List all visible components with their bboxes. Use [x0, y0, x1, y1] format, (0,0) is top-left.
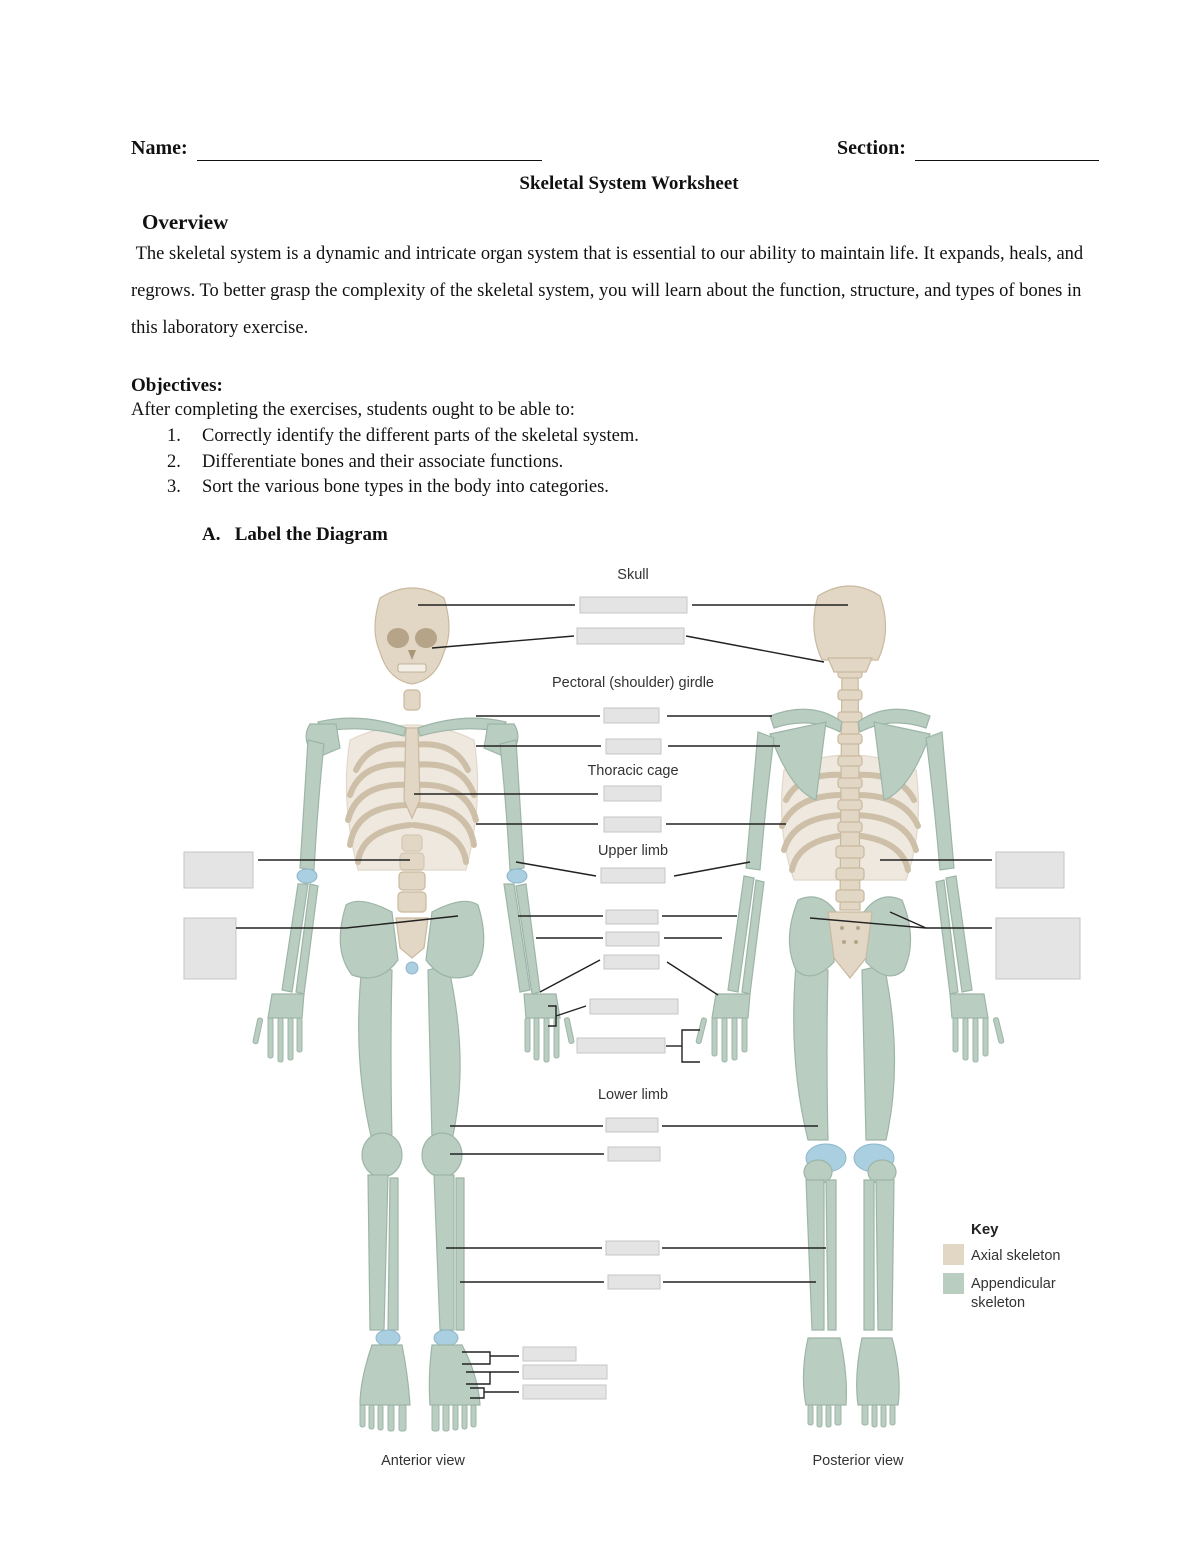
label-box[interactable]	[607, 1146, 661, 1162]
list-number: 2.	[167, 451, 181, 472]
label-box[interactable]	[605, 909, 659, 925]
key-label-appendicular-1: Appendicular	[971, 1276, 1056, 1292]
label-box[interactable]	[603, 816, 662, 833]
list-number: 1.	[167, 426, 181, 446]
section-a-title: Label the Diagram	[234, 524, 388, 545]
label-box[interactable]	[605, 931, 660, 947]
anterior-skeleton	[252, 587, 575, 1432]
group-label-pectoral: Pectoral (shoulder) girdle	[552, 675, 714, 691]
diagram-key: Key Axial skeleton Appendicular skeleton	[943, 1221, 1060, 1311]
group-label-skull: Skull	[617, 567, 648, 583]
section-field[interactable]: Section:	[837, 137, 1099, 161]
name-label: Name:	[131, 137, 188, 159]
list-item: 3. Sort the various bone types in the bod…	[131, 475, 639, 501]
label-box[interactable]	[183, 851, 254, 889]
key-swatch-appendicular	[943, 1273, 964, 1294]
posterior-skeleton	[695, 585, 1005, 1428]
list-number: 3.	[167, 477, 181, 497]
label-box[interactable]	[522, 1384, 607, 1400]
view-label-anterior: Anterior view	[381, 1453, 465, 1469]
objectives-list: 1. Correctly identify the different parts…	[131, 424, 639, 501]
leader-lines	[236, 604, 992, 1399]
group-label-upper-limb: Upper limb	[598, 843, 668, 859]
posterior-arms	[695, 708, 1005, 1063]
label-box[interactable]	[607, 1274, 661, 1290]
list-text: Differentiate bones and their associate …	[202, 451, 564, 472]
list-text: Sort the various bone types in the body …	[202, 477, 609, 497]
label-box[interactable]	[603, 954, 660, 970]
posterior-legs	[793, 964, 900, 1428]
list-item: 1. Correctly identify the different parts…	[131, 424, 639, 450]
section-label: Section:	[837, 137, 906, 159]
label-box[interactable]	[183, 917, 237, 980]
group-label-lower-limb: Lower limb	[598, 1087, 668, 1103]
label-box[interactable]	[576, 627, 685, 645]
label-box[interactable]	[605, 1240, 660, 1256]
overview-text-body: The skeletal system is a dynamic and int…	[131, 244, 1084, 338]
label-box[interactable]	[600, 867, 666, 884]
anterior-legs	[358, 964, 481, 1432]
label-box[interactable]	[603, 707, 660, 724]
overview-text: The skeletal system is a dynamic and int…	[131, 236, 1091, 347]
key-swatch-axial	[943, 1244, 964, 1265]
objectives-intro: After completing the exercises, students…	[131, 400, 575, 420]
key-label-axial: Axial skeleton	[971, 1248, 1060, 1264]
anterior-skull	[374, 587, 450, 685]
section-blank[interactable]	[914, 137, 1099, 161]
name-field[interactable]: Name:	[131, 137, 542, 161]
label-box[interactable]	[522, 1346, 577, 1362]
anterior-ribcage	[345, 724, 479, 871]
name-blank[interactable]	[196, 137, 542, 161]
label-box[interactable]	[522, 1364, 608, 1380]
page-title: Skeletal System Worksheet	[519, 173, 739, 194]
section-a-heading: A. Label the Diagram	[202, 524, 388, 546]
group-label-thoracic: Thoracic cage	[587, 763, 678, 779]
label-box[interactable]	[605, 1117, 659, 1133]
diagram-labels: Skull Pectoral (shoulder) girdle Thoraci…	[381, 567, 904, 1469]
anterior-pelvis	[339, 900, 485, 979]
label-box[interactable]	[995, 917, 1081, 980]
posterior-skull	[813, 585, 887, 673]
overview-heading: Overview	[142, 210, 229, 234]
label-box[interactable]	[576, 1037, 666, 1054]
label-box[interactable]	[589, 998, 679, 1015]
list-text: Correctly identify the different parts o…	[202, 426, 639, 446]
list-item: 2. Differentiate bones and their associat…	[131, 450, 639, 476]
key-label-appendicular-2: skeleton	[971, 1295, 1025, 1311]
posterior-pelvis	[788, 896, 912, 979]
view-label-posterior: Posterior view	[812, 1453, 904, 1469]
label-box[interactable]	[995, 851, 1065, 889]
label-boxes[interactable]	[183, 596, 1081, 1400]
label-box[interactable]	[579, 596, 688, 614]
anterior-arms	[252, 717, 575, 1063]
label-box[interactable]	[605, 738, 662, 755]
objectives-heading: Objectives:	[131, 375, 223, 396]
label-box[interactable]	[603, 785, 662, 802]
section-a-label: A.	[202, 524, 221, 545]
key-title: Key	[971, 1221, 999, 1238]
